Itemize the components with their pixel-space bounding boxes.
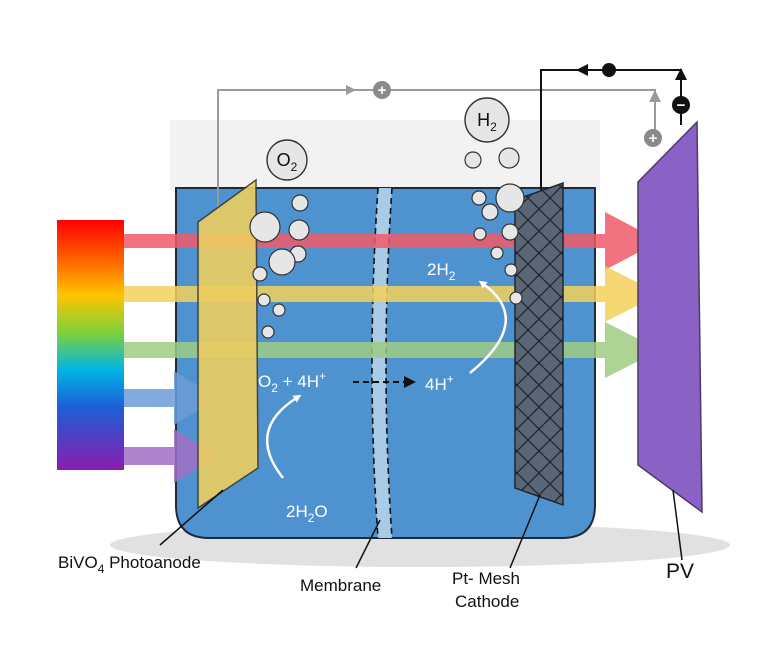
proton-reduction-arrow [469,280,507,374]
top-haze [170,120,600,190]
cathode-product-text: 2H2 [427,260,456,283]
svg-text:+: + [378,82,387,99]
svg-text:+: + [649,130,658,147]
proton-transport-arrowhead [404,376,416,388]
pv-panel [637,120,703,514]
electron-dot [602,63,616,77]
water-oxidation-arrow [266,394,302,479]
photoanode-label: BiVO4 Photoanode [58,553,201,576]
membrane-line-right [385,187,393,539]
hydrogen-bubbles [464,147,525,305]
membrane-line-left [371,187,379,539]
membrane-leader [355,519,381,569]
light-beam-purple [124,429,218,483]
anode-wire-arrow [346,85,356,95]
water-text: 2H2O [286,502,328,525]
membrane-label: Membrane [300,576,381,595]
svg-text:−: − [677,97,686,114]
plus-terminal-pv: + [644,129,662,147]
cathode-leader [509,494,541,569]
cathode-wire-arrow [576,64,588,76]
h2-gas-bubble: H2 [464,97,510,143]
photoanode-leader [159,489,224,546]
plus-terminal-top: + [373,81,391,99]
pv-wire-arrow-2 [649,90,661,102]
light-beam-red [124,212,660,270]
light-beam-blue [124,371,218,425]
o2-gas-bubble: O2 [266,139,308,181]
cathode-label-line1: Pt- Mesh [452,569,520,588]
light-beam-yellow [124,266,660,322]
oxygen-bubbles [249,194,310,339]
svg-text:O2: O2 [277,150,298,174]
pt-mesh-cathode [514,181,564,507]
pv-leader [672,489,683,561]
cathode-reactant-text: 4H+ [425,372,454,394]
anode-wire [217,89,656,215]
anode-product-text: O2 + 4H+ [258,369,326,395]
bivo4-photoanode [197,178,259,510]
svg-text:H2: H2 [477,110,497,134]
light-spectrum-source [57,220,124,470]
light-beam-green [124,322,660,378]
cathode-label-line2: Cathode [455,592,519,611]
pv-wire-arrow [675,68,687,80]
pv-label: PV [666,560,694,583]
minus-terminal-pv: − [672,96,690,114]
